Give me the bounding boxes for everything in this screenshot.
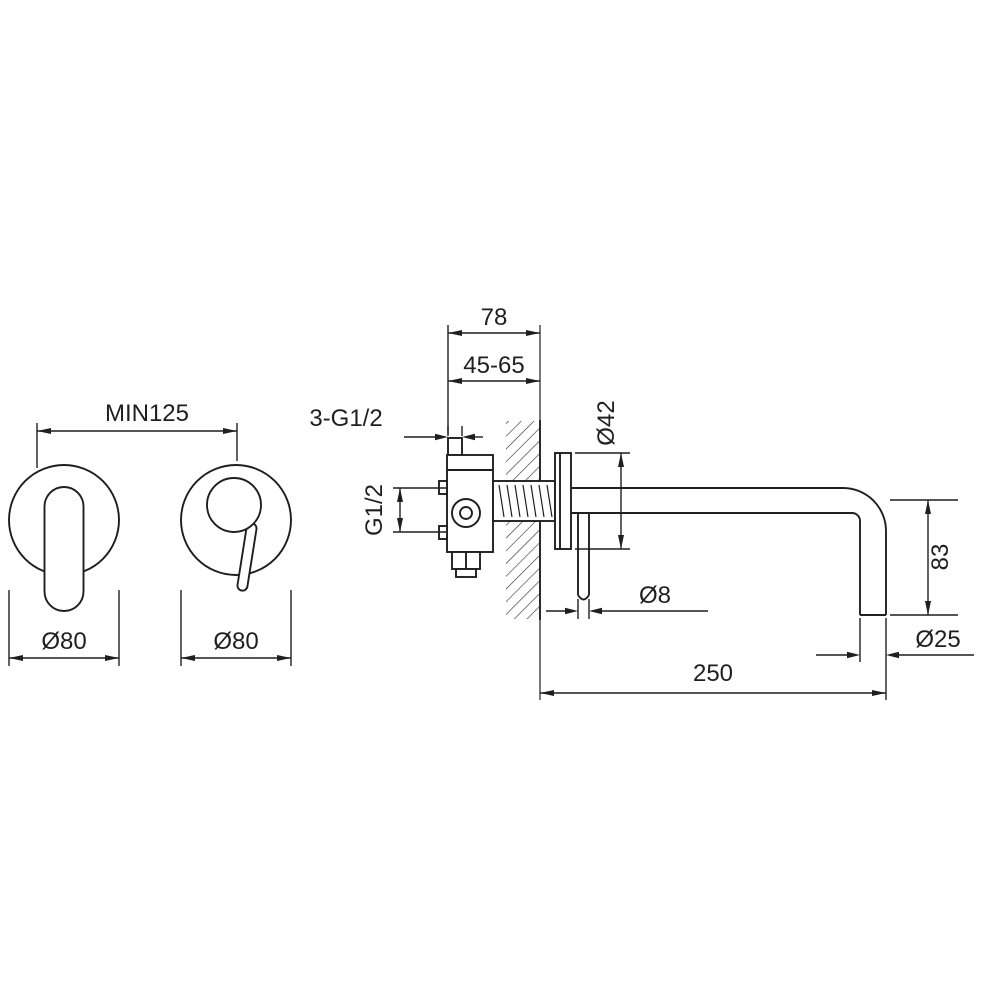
dim-spout-tube-diameter: Ø25 <box>816 618 974 662</box>
knob-plate-circle <box>180 464 292 576</box>
dim-label-d80-right: Ø80 <box>213 628 258 655</box>
front-view-trim-plates <box>8 464 292 612</box>
dim-inlet-thread: G1/2 <box>361 484 446 536</box>
valve-top-port <box>447 437 463 456</box>
wall-section-hatch <box>506 325 541 700</box>
dim-label-250: 250 <box>693 660 733 687</box>
dim-rough-in-range: 45-65 <box>448 352 540 384</box>
dim-label-78: 78 <box>481 304 508 331</box>
dim-right-plate-diameter: Ø80 <box>180 590 292 666</box>
dim-label-d8: Ø8 <box>639 582 671 609</box>
concealed-valve-body <box>438 437 494 578</box>
spout-bend-inner <box>851 512 861 615</box>
dim-label-d80-left: Ø80 <box>41 628 86 655</box>
dim-label-d25: Ø25 <box>915 626 960 653</box>
valve-cartridge-circle <box>451 498 481 528</box>
dim-label-d42: Ø42 <box>593 400 620 445</box>
wall-flange <box>554 452 572 550</box>
dim-label-min125: MIN125 <box>105 400 189 427</box>
dim-label-3-g12: 3-G1/2 <box>309 405 382 432</box>
dim-flange-diameter: Ø42 <box>575 400 630 550</box>
knob-circle <box>206 477 262 533</box>
through-wall-connector <box>492 480 556 522</box>
spout-assembly <box>554 452 887 616</box>
dim-min-center-distance: MIN125 <box>36 400 238 468</box>
dim-spout-drop: 83 <box>890 499 958 616</box>
dim-label-45-65: 45-65 <box>463 352 524 379</box>
spout-bend-outer <box>842 487 887 615</box>
dim-connections: 3-G1/2 <box>309 405 483 441</box>
lever-handle <box>43 486 85 612</box>
dim-label-83: 83 <box>927 544 954 571</box>
dim-left-plate-diameter: Ø80 <box>8 590 120 666</box>
dim-spout-reach: 250 <box>540 618 887 700</box>
control-stem-tip <box>577 594 590 601</box>
knob-stem <box>236 522 258 592</box>
dim-label-g12: G1/2 <box>361 484 388 536</box>
dim-stem-diameter: Ø8 <box>546 582 708 619</box>
